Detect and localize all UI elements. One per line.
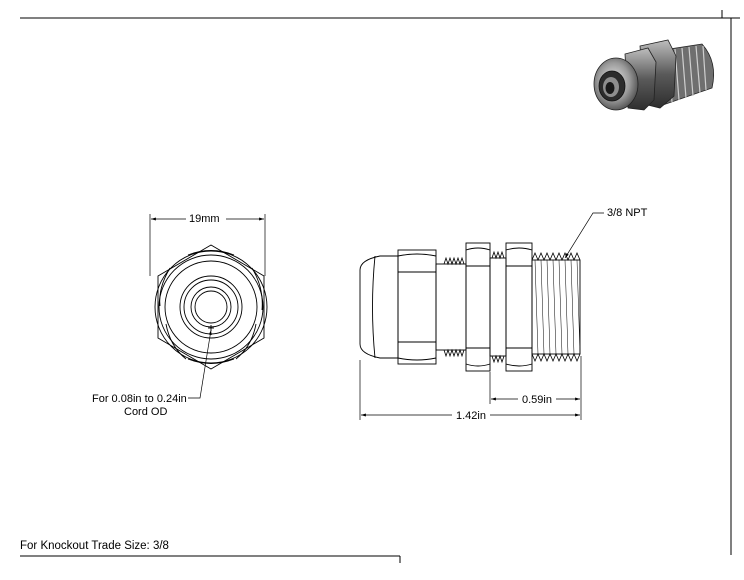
knockout-trade-size-label: For Knockout Trade Size: 3/8 (20, 540, 169, 552)
cord-od-label: Cord OD (124, 406, 168, 418)
leader-npt (564, 212, 604, 259)
overall-length-label: 1.42in (456, 410, 486, 422)
dim-19mm (149, 214, 266, 276)
thread-callout-label: 3/8 NPT (607, 207, 648, 219)
front-view (154, 244, 268, 370)
thread-length-label: 0.59in (522, 394, 552, 406)
sheet-border (20, 10, 740, 563)
side-view (359, 242, 581, 372)
leader-cord-od (188, 329, 212, 399)
dim-side (359, 356, 582, 420)
cord-range-label: For 0.08in to 0.24in (92, 393, 187, 405)
width-dimension-label: 19mm (189, 213, 220, 225)
isometric-render (593, 39, 715, 111)
